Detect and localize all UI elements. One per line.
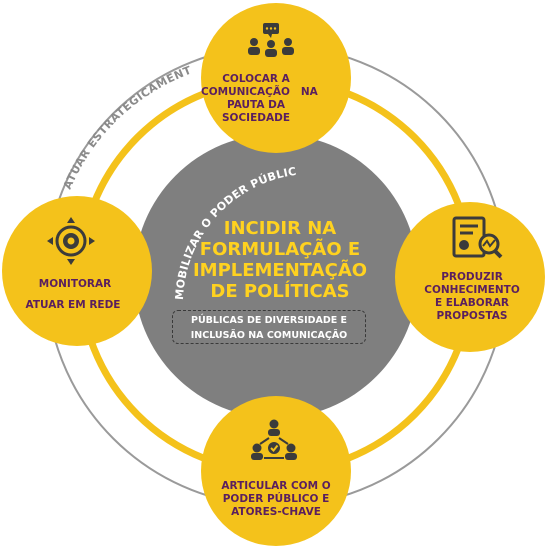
- node-left-label-1: MONITORAR: [38, 278, 112, 290]
- node-right-label: PRODUZIR CONHECIMENTO E ELABORAR PROPOST…: [424, 271, 520, 322]
- people-discussion-icon: [248, 23, 294, 57]
- center-subtitle: PÚBLICAS DE DIVERSIDADE E INCLUSÃO NA CO…: [172, 310, 366, 344]
- target-monitor-icon: [47, 217, 95, 265]
- outer-arc-label: ATUAR ESTRATEGICAMENTE: [0, 0, 193, 191]
- center-title: INCIDIR NA FORMULAÇÃO E IMPLEMENTAÇÃO DE…: [192, 218, 368, 302]
- node-top-label: COLOCAR A COMUNICAÇÃO NA PAUTA DA SOCIED…: [201, 73, 318, 124]
- node-left: [2, 196, 152, 346]
- node-left-label-2: ATUAR EM REDE: [25, 299, 121, 311]
- network-people-icon: [251, 419, 297, 460]
- center-disk: [134, 134, 418, 418]
- report-analysis-icon: [452, 216, 503, 259]
- node-bottom-label: ARTICULAR COM O PODER PÚBLICO E ATORES-C…: [221, 480, 331, 518]
